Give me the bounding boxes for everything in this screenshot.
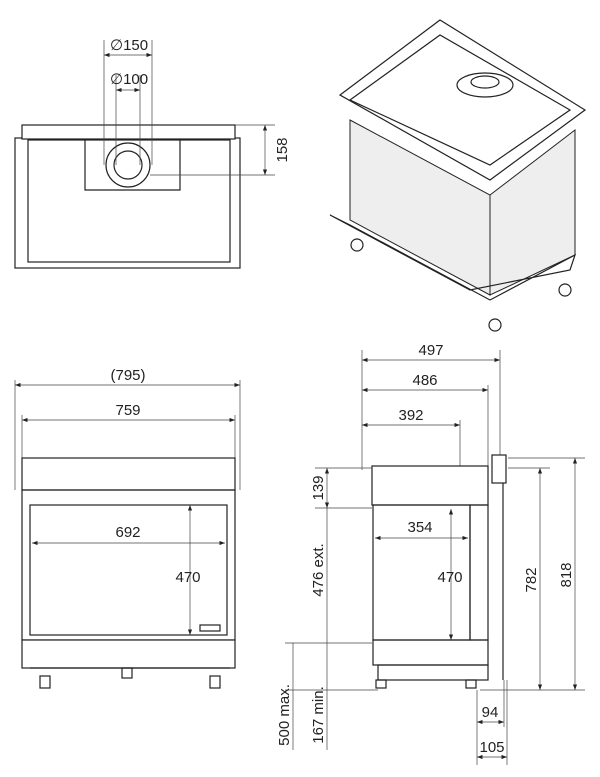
offset-94-label: 94	[482, 704, 499, 721]
diameter-100-label: ∅100	[110, 71, 148, 88]
overall-width-label: (795)	[110, 367, 145, 384]
min-height-label: 167 min.	[310, 686, 327, 744]
height-818-label: 818	[558, 562, 575, 587]
diameter-150-label: ∅150	[110, 37, 148, 54]
depth-497-label: 497	[418, 342, 443, 359]
ext-height-label: 476 ext.	[310, 543, 327, 596]
glass-width-label: 692	[115, 524, 140, 541]
flue-outer-circle	[105, 142, 151, 188]
max-height-label: 500 max.	[276, 684, 293, 746]
depth-392-label: 392	[398, 407, 423, 424]
height-782-label: 782	[523, 567, 540, 592]
depth-486-label: 486	[412, 372, 437, 389]
height-158-label: 158	[274, 137, 291, 162]
side-view: 497 486 392 354 470 139 476 ext. 500 max…	[276, 342, 585, 765]
front-view: (795) 759 692 470	[14, 367, 241, 689]
flue-inner-circle	[113, 150, 143, 180]
glass-height-label: 470	[175, 569, 200, 586]
offset-105-label: 105	[479, 739, 504, 756]
isometric-view	[329, 19, 587, 332]
top-view: ∅150 ∅100 158	[14, 37, 291, 269]
side-glass-height-label: 470	[437, 569, 462, 586]
width-759-label: 759	[115, 402, 140, 419]
top-height-label: 139	[310, 475, 327, 500]
glass-depth-label: 354	[407, 519, 432, 536]
